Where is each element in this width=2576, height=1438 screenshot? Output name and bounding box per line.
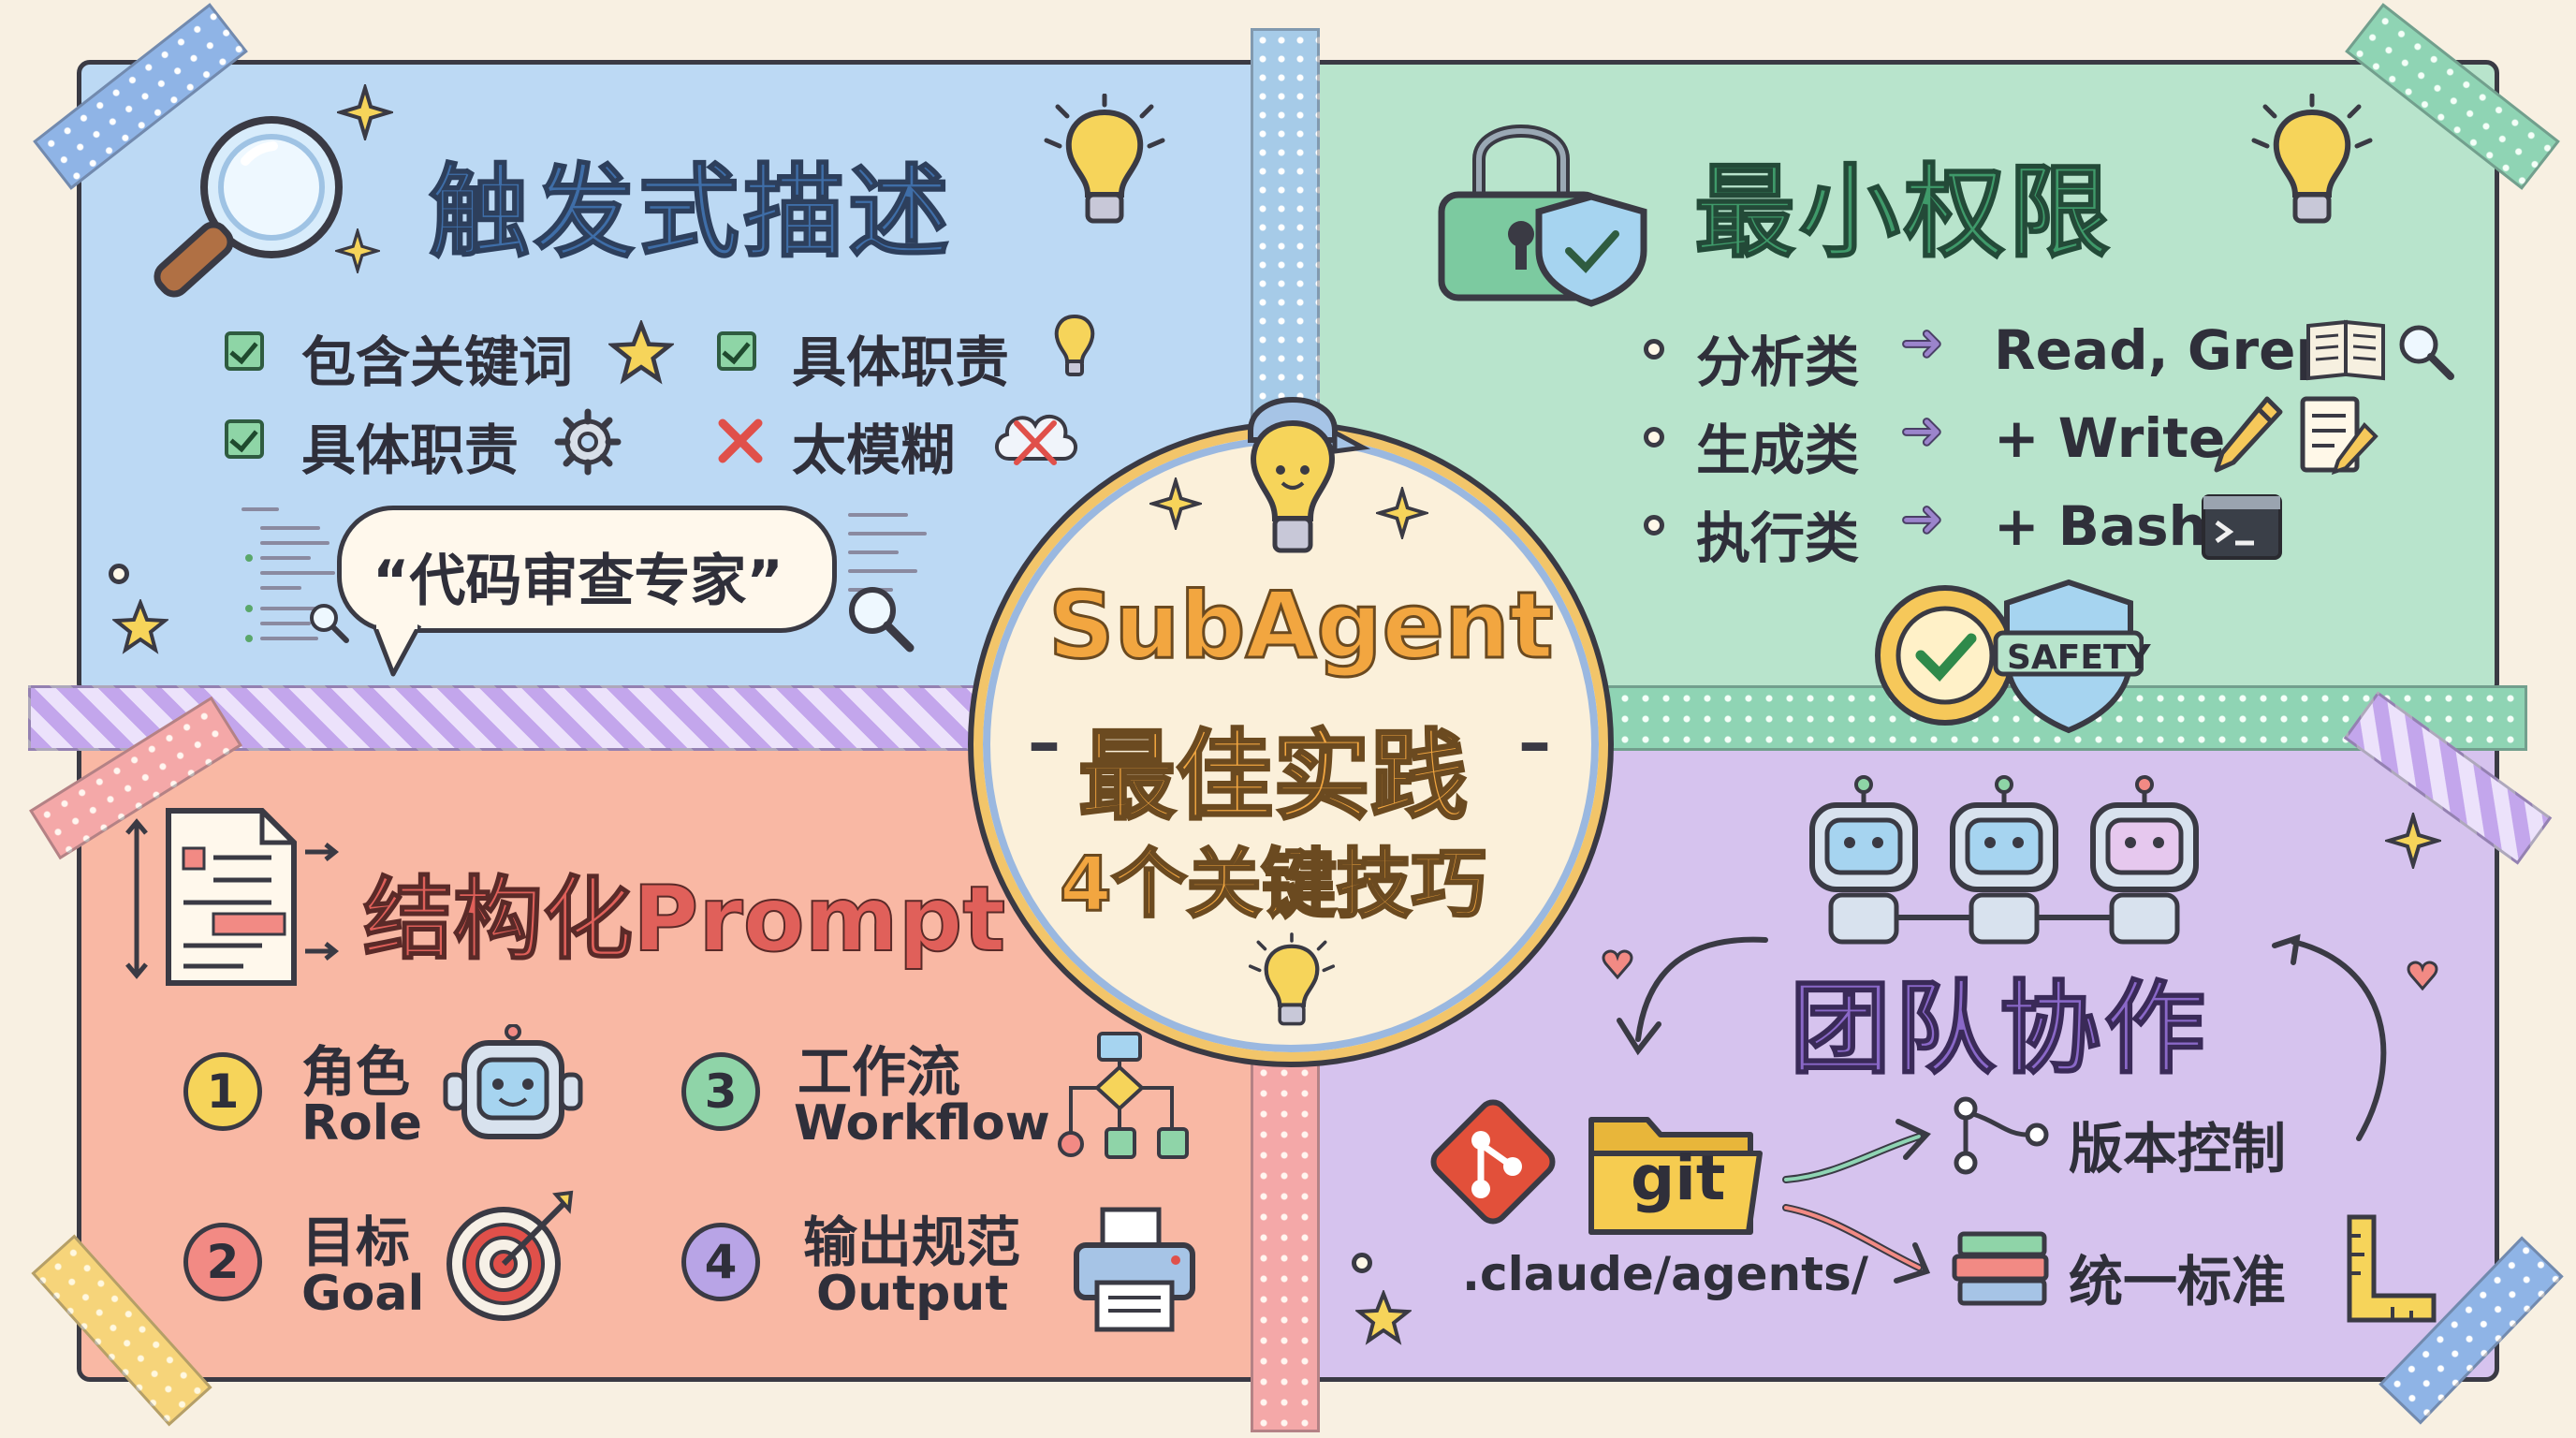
step-number: 3 [681, 1052, 760, 1131]
step-label-en: Role [301, 1095, 422, 1152]
cycle-arrow-left-icon [1602, 936, 1768, 1056]
step-number: 1 [183, 1052, 262, 1131]
gear-icon [554, 408, 622, 476]
sparkle-icon [335, 228, 380, 273]
step-label-en: Goal [301, 1266, 425, 1322]
step-label-zh: 工作流 [798, 1040, 961, 1104]
bullet-icon [1644, 427, 1664, 448]
dot-decoration [109, 564, 129, 584]
panel-title: 触发式描述 [428, 154, 954, 272]
step-label-zh: 输出规范 [803, 1211, 1021, 1274]
lightbulb-icon [1054, 314, 1095, 376]
books-icon [1952, 1231, 2049, 1306]
lightbulb-icon [1248, 932, 1336, 1026]
center-subtitle: 最佳实践 [1076, 718, 1469, 835]
center-dash-left: – [1028, 704, 1061, 781]
tape-vertical-top [1251, 28, 1320, 449]
safety-badge-icon [1875, 579, 2144, 734]
criterion-label: 具体职责 [301, 418, 520, 482]
tape-vertical-bottom [1251, 1039, 1320, 1432]
center-title: SubAgent [1047, 572, 1556, 682]
check-icon [225, 419, 264, 459]
magnifier-icon [154, 116, 343, 298]
center-tagline: 4个关键技巧 [1059, 840, 1488, 930]
outcome-label: 统一标准 [2069, 1250, 2287, 1313]
step-label-en: Output [816, 1266, 1009, 1322]
git-logo-icon [1430, 1099, 1556, 1225]
panel-title: 最小权限 [1693, 154, 2115, 272]
arrow-right-icon: ➜ [1899, 400, 1945, 462]
flowchart-icon [1058, 1032, 1189, 1159]
branch-icon [1954, 1096, 2049, 1175]
code-snippet-icon [242, 507, 335, 642]
target-icon [446, 1190, 574, 1321]
bullet-icon [1644, 339, 1664, 360]
lightbulb-icon [1044, 94, 1165, 224]
magnifier-icon [310, 604, 349, 643]
step-label-en: Workflow [794, 1095, 1050, 1152]
magnifier-icon [849, 587, 915, 653]
sparkle-icon [1376, 487, 1428, 539]
cross-icon [718, 418, 763, 463]
folder-path: .claude/agents/ [1462, 1247, 1869, 1301]
check-icon [717, 331, 756, 371]
folder-label: git [1631, 1142, 1726, 1214]
speech-bubble [337, 506, 837, 633]
cloud-icon [995, 415, 1077, 465]
panel-title: 结构化Prompt [362, 866, 1006, 973]
dot-decoration [1352, 1253, 1372, 1273]
tool-list: + Bash [1994, 494, 2207, 558]
lightbulb-icon [2251, 94, 2373, 224]
book-search-icon [2306, 319, 2454, 381]
criterion-label: 太模糊 [792, 418, 956, 482]
step-label-zh: 目标 [301, 1211, 411, 1274]
step-label-zh: 角色 [301, 1040, 411, 1104]
check-icon [225, 331, 264, 371]
pencil-icon [2214, 396, 2283, 473]
sparkle-icon [2385, 813, 2441, 869]
robot-icon [443, 1024, 583, 1139]
star-icon [112, 599, 168, 654]
outcome-label: 版本控制 [2069, 1117, 2287, 1181]
document-structure-icon [125, 808, 340, 986]
tool-list: Read, Grep [1994, 318, 2334, 382]
criterion-label: 具体职责 [792, 330, 1010, 394]
speech-bubble-tail [372, 622, 422, 677]
center-dash-right: – [1518, 704, 1551, 781]
padlock-icon [1438, 125, 1647, 307]
arrow-right-icon: ➜ [1899, 488, 1945, 550]
step-number: 4 [681, 1223, 760, 1301]
panel-title: 团队协作 [1789, 970, 2210, 1089]
tool-category: 分析类 [1696, 330, 1860, 394]
criterion-label: 包含关键词 [301, 330, 574, 394]
cycle-arrow-right-icon [2272, 933, 2438, 1141]
document-pencil-icon [2300, 396, 2378, 476]
sparkle-icon [337, 84, 393, 140]
sparkle-icon [1149, 477, 1202, 530]
robot-team-icon [1809, 775, 2199, 945]
printer-icon [1074, 1207, 1195, 1332]
arrow-right-icon: ➜ [1899, 312, 1945, 374]
star-icon [1355, 1290, 1412, 1345]
ruler-icon [2347, 1214, 2437, 1323]
arrow-to-standards-icon [1782, 1204, 1931, 1284]
terminal-icon [2202, 494, 2282, 560]
arrow-to-version-control-icon [1782, 1119, 1931, 1183]
step-number: 2 [183, 1223, 262, 1301]
bullet-icon [1644, 515, 1664, 536]
example-name: “代码审查专家” [373, 549, 783, 614]
lightbulb-mascot-icon [1248, 397, 1371, 553]
tool-category: 生成类 [1696, 418, 1860, 482]
tool-category: 执行类 [1696, 506, 1860, 570]
star-icon [608, 320, 674, 385]
safety-badge-label: SAFETY [2007, 638, 2151, 677]
folder-icon [1588, 1117, 1763, 1235]
tool-list: + Write [1994, 406, 2226, 470]
